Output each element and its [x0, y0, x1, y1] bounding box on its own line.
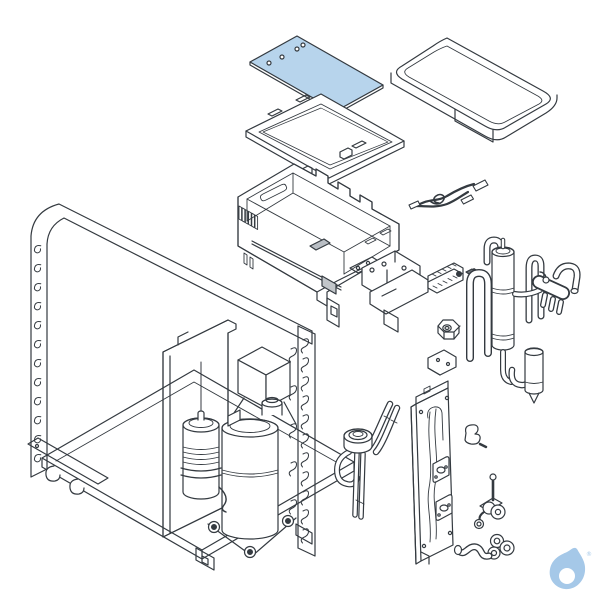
- service-valve-b: [487, 533, 515, 560]
- muffler: [491, 246, 515, 351]
- drain-tube: [453, 543, 493, 560]
- condenser-coil: [30, 203, 316, 557]
- grommet-valve: [343, 428, 373, 454]
- accumulator: [180, 361, 227, 513]
- ebox-heatsink-fins: [238, 205, 259, 270]
- main-unit: [27, 203, 355, 571]
- pipe-clips: [464, 424, 488, 449]
- valve-cutout-1: [432, 456, 450, 483]
- harness-connector-1: [408, 200, 421, 210]
- mounting-bracket: [361, 250, 429, 333]
- four-way-valve: [532, 271, 570, 315]
- small-fastener: [456, 271, 463, 278]
- harness-connector-3: [460, 194, 475, 205]
- small-bracket: [427, 349, 457, 376]
- top-panel: [390, 37, 558, 143]
- diagram-linework: [27, 35, 581, 571]
- valve-mounting-plate: [410, 380, 454, 565]
- wire-harness: [408, 179, 489, 210]
- flare-nut: [437, 319, 461, 340]
- coil-foot-bracket: [27, 437, 109, 495]
- pipe-valve-assembly: [334, 400, 401, 520]
- brand-logo: ®: [549, 547, 592, 590]
- valve-cutout-2: [435, 494, 453, 521]
- terminal-block: [427, 262, 464, 294]
- ebox-frame: [245, 93, 405, 185]
- electrical-box: [237, 163, 400, 328]
- piping-assembly: [466, 236, 581, 404]
- shaded-clip: [309, 238, 331, 251]
- top-cover-plate: [249, 35, 384, 115]
- registered-mark: ®: [586, 551, 592, 558]
- compressor: [221, 396, 283, 540]
- service-valve-a: [473, 473, 506, 530]
- compressor-mounts: [207, 514, 297, 559]
- logo-swirl: [559, 568, 575, 584]
- harness-connector-2: [472, 179, 489, 192]
